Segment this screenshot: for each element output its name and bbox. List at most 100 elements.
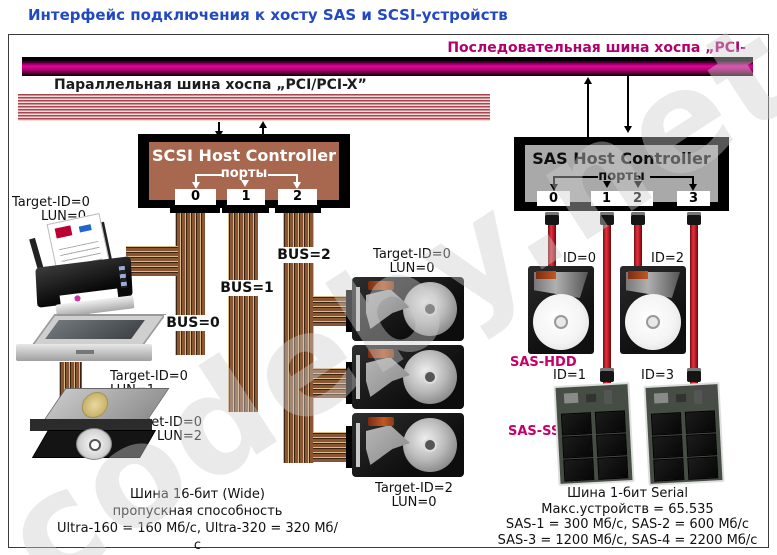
ssd-component (675, 393, 687, 403)
hdd-flex-cable (368, 349, 394, 358)
arrow-line (262, 128, 264, 137)
ssd-nand-chip (686, 433, 718, 457)
ssd-component (693, 390, 703, 405)
hdd-connector (346, 362, 353, 404)
scsi-hdd-image (352, 277, 464, 341)
optical-disc-hole (89, 439, 101, 451)
sas-cable-connector (600, 212, 614, 225)
document-scanner-image (26, 213, 138, 322)
ssd-nand-chip (594, 410, 626, 434)
bracket-line (554, 176, 598, 178)
ssd-nand-chip (596, 433, 628, 457)
ssd-nand-chip (597, 456, 629, 480)
scsi-footer: Шина 16-бит (Wide) пропускная способност… (57, 487, 338, 553)
sas-ssd-image (553, 382, 635, 486)
sas-ssd-image (643, 382, 725, 486)
hdd-edge-connector (356, 287, 360, 331)
parallel-bus-label: Параллельная шина хоспа „PCI/PCI-X” (54, 77, 367, 93)
sas-cable-port3 (690, 225, 698, 368)
sas-controller-title: SAS Host Controller (532, 149, 711, 168)
scsi-ports-label: порты (220, 166, 268, 181)
arrow-line (218, 122, 220, 131)
flatbed-glass (45, 320, 145, 339)
ssd-nand-chip (687, 456, 719, 480)
flatbed-button (76, 350, 94, 354)
optical-drive-image (24, 388, 174, 464)
sas-footer: Шина 1-бит Serial Макс.устройств = 65.53… (497, 486, 758, 548)
sas-cable-connector (600, 368, 614, 382)
ssd-nand-chip (562, 435, 594, 459)
arrow-down-icon (241, 180, 249, 187)
sas-cable-port0 (548, 225, 556, 269)
bus1-label: BUS=1 (219, 280, 275, 296)
hdd-flex-cable (628, 271, 648, 279)
hdd-spindle (423, 302, 437, 316)
bracket-line (692, 176, 694, 185)
sas-port-2: 2 (622, 191, 653, 206)
ssd-nand-chip (560, 412, 593, 436)
hdd-top-label: Target-ID=0 LUN=0 (373, 247, 451, 276)
ribbon-cable-bus1 (228, 213, 258, 412)
ssd-nand-chip (652, 435, 684, 459)
sas-cable-connector (687, 212, 701, 225)
optical-front (30, 419, 152, 431)
ribbon-branch-scanner (126, 246, 178, 276)
arrow-down-icon (689, 184, 697, 191)
bracket-line (296, 174, 298, 183)
hdd-actuator (366, 289, 410, 329)
hdd-flex-cable (368, 417, 394, 426)
sas-cable-connector (631, 212, 645, 225)
ribbon-cable-bus0 (175, 213, 205, 355)
hdd-spindle (423, 370, 437, 384)
hdd-actuator (366, 425, 410, 465)
bracket-line (195, 174, 197, 183)
hdd-connector (346, 426, 353, 468)
sas-id1-label: ID=1 (553, 368, 587, 383)
sas-ports-label: порты (598, 169, 645, 184)
arrow-down-icon (624, 126, 632, 133)
hdd-edge-connector (356, 423, 360, 467)
ssd-controller-chip (563, 392, 579, 404)
arrow-up-icon (259, 121, 267, 128)
bracket-line (268, 174, 298, 176)
hdd-spindle (554, 315, 568, 329)
flatbed-scanner-image (16, 314, 167, 368)
bus2-label: BUS=2 (276, 247, 332, 263)
ribbon-connector (222, 206, 269, 213)
arrow-line (627, 76, 629, 126)
bus0-label: BUS=0 (164, 315, 222, 331)
pci-bus-bar (18, 94, 490, 121)
hdd-spindle (646, 315, 660, 329)
scsi-port-0: 0 (175, 189, 216, 205)
ssd-nand-chip (563, 458, 595, 482)
scsi-port-2: 2 (278, 189, 317, 205)
ssd-controller-chip (653, 392, 669, 404)
scsi-controller-title: SCSI Host Controller (151, 146, 337, 165)
hdd-flex-cable (536, 271, 556, 279)
diagram-frame (8, 34, 769, 548)
hdd-spindle (423, 438, 437, 452)
ssd-nand-chip (684, 410, 716, 434)
pci-express-bus-bar (22, 57, 753, 76)
arrow-up-icon (584, 77, 592, 84)
scsi-port-1: 1 (227, 189, 265, 205)
ribbon-branch-hdd2 (313, 368, 346, 398)
page-title: Интерфейс подключения к хосту SAS и SCSI… (28, 6, 508, 24)
sas-port-0: 0 (537, 191, 570, 206)
sas-hdd-image (528, 266, 594, 354)
arrow-line (587, 84, 589, 138)
arrow-down-icon (293, 182, 301, 189)
ssd-component (585, 393, 597, 403)
hdd-flex-cable (368, 281, 394, 290)
bracket-line (196, 174, 222, 176)
hdd-bottom-label: Target-ID=2 LUN=0 (375, 481, 453, 510)
sas-hdd-group-label: SAS-HDD (510, 355, 577, 370)
sas-cable-connector (687, 368, 701, 382)
hdd-connector (346, 290, 353, 332)
arrow-down-icon (550, 184, 558, 191)
sas-cable-port2 (634, 225, 642, 269)
sas-id3-label: ID=3 (641, 368, 675, 383)
sas-port-1: 1 (591, 191, 622, 206)
arrow-down-icon (192, 182, 200, 189)
